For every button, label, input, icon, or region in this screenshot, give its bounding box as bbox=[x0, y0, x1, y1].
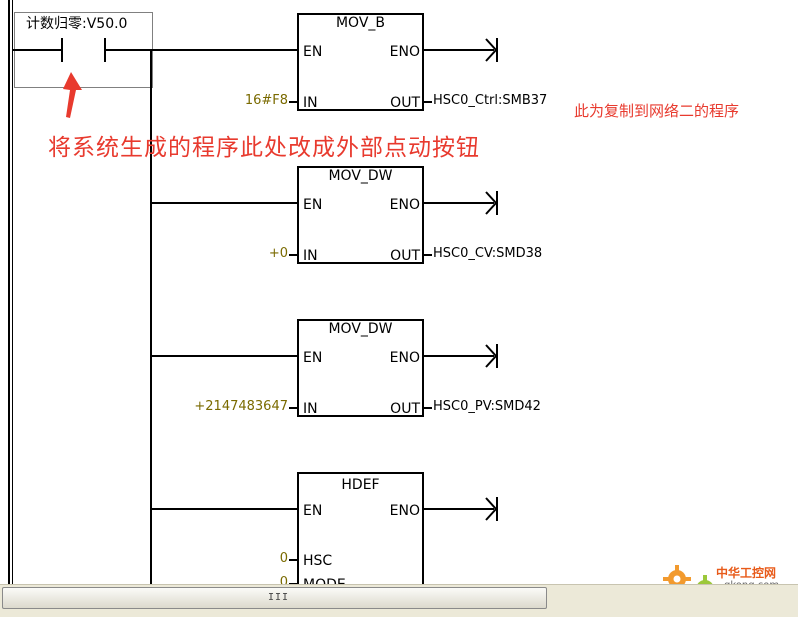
red-arrow-icon bbox=[63, 72, 82, 118]
block-title: MOV_DW bbox=[328, 321, 393, 337]
out-wire bbox=[423, 407, 432, 409]
branch-wire-3 bbox=[151, 355, 298, 357]
in-wire bbox=[289, 101, 298, 103]
in-wire bbox=[289, 254, 298, 256]
in-operand[interactable]: 16#F8 bbox=[244, 93, 288, 108]
hsc-operand[interactable]: 0 bbox=[279, 551, 288, 566]
en-pin: EN bbox=[303, 197, 323, 213]
eno-pin: ENO bbox=[389, 503, 420, 519]
out-wire bbox=[423, 101, 432, 103]
normally-open-contact-left-bar[interactable] bbox=[61, 38, 63, 62]
eno-wire bbox=[424, 202, 494, 204]
horizontal-scrollbar[interactable]: III bbox=[0, 584, 798, 617]
left-power-rail-inner bbox=[12, 0, 13, 584]
eno-coil-icon bbox=[485, 38, 498, 62]
block-title: HDEF bbox=[341, 477, 380, 493]
out-wire bbox=[423, 254, 432, 256]
branch-wire-4 bbox=[151, 508, 298, 510]
in-pin: IN bbox=[303, 248, 318, 264]
mov-b-block[interactable]: MOV_B EN ENO IN OUT bbox=[297, 13, 424, 111]
block-title: MOV_DW bbox=[328, 168, 393, 184]
eno-coil-icon bbox=[485, 344, 498, 368]
main-annotation: 将系统生成的程序此处改成外部点动按钮 bbox=[48, 135, 480, 161]
eno-wire bbox=[424, 355, 494, 357]
out-pin: OUT bbox=[390, 95, 420, 111]
eno-pin: ENO bbox=[389, 44, 420, 60]
eno-coil-icon bbox=[485, 191, 498, 215]
left-power-rail bbox=[8, 0, 10, 584]
out-operand[interactable]: HSC0_CV:SMD38 bbox=[433, 246, 543, 261]
contact-wire-left bbox=[13, 49, 61, 51]
mode-operand[interactable]: 0 bbox=[279, 575, 288, 590]
en-pin: EN bbox=[303, 350, 323, 366]
eno-pin: ENO bbox=[389, 197, 420, 213]
hsc-wire bbox=[289, 559, 298, 561]
branch-rail bbox=[150, 50, 152, 584]
grip-icon: III bbox=[268, 592, 290, 603]
en-pin: EN bbox=[303, 44, 323, 60]
block-title: MOV_B bbox=[335, 15, 386, 31]
eno-wire bbox=[424, 508, 494, 510]
mov-dw-block-pv[interactable]: MOV_DW EN ENO IN OUT bbox=[297, 319, 424, 417]
hsc-pin: HSC bbox=[303, 553, 333, 569]
in-pin: IN bbox=[303, 401, 318, 417]
out-operand[interactable]: HSC0_PV:SMD42 bbox=[433, 399, 541, 414]
eno-pin: ENO bbox=[389, 350, 420, 366]
side-annotation: 此为复制到网络二的程序 bbox=[574, 102, 740, 120]
eno-coil-icon bbox=[485, 497, 498, 521]
in-pin: IN bbox=[303, 95, 318, 111]
eno-wire bbox=[424, 49, 494, 51]
in-operand[interactable]: +0 bbox=[268, 246, 288, 261]
out-pin: OUT bbox=[390, 401, 420, 417]
mov-dw-block-cv[interactable]: MOV_DW EN ENO IN OUT bbox=[297, 166, 424, 264]
contact-wire-right bbox=[106, 49, 298, 51]
branch-wire-2 bbox=[151, 202, 298, 204]
out-operand[interactable]: HSC0_Ctrl:SMB37 bbox=[433, 93, 548, 108]
scrollbar-thumb[interactable]: III bbox=[2, 587, 547, 609]
in-wire bbox=[289, 407, 298, 409]
normally-open-contact-right-bar[interactable] bbox=[104, 38, 106, 62]
out-pin: OUT bbox=[390, 248, 420, 264]
contact-label: 计数归零:V50.0 bbox=[26, 16, 128, 32]
hdef-block[interactable]: HDEF EN ENO HSC MODE bbox=[297, 472, 424, 602]
watermark-site: 中华工控网 bbox=[716, 566, 777, 580]
in-operand[interactable]: +2147483647 bbox=[194, 399, 288, 414]
en-pin: EN bbox=[303, 503, 323, 519]
